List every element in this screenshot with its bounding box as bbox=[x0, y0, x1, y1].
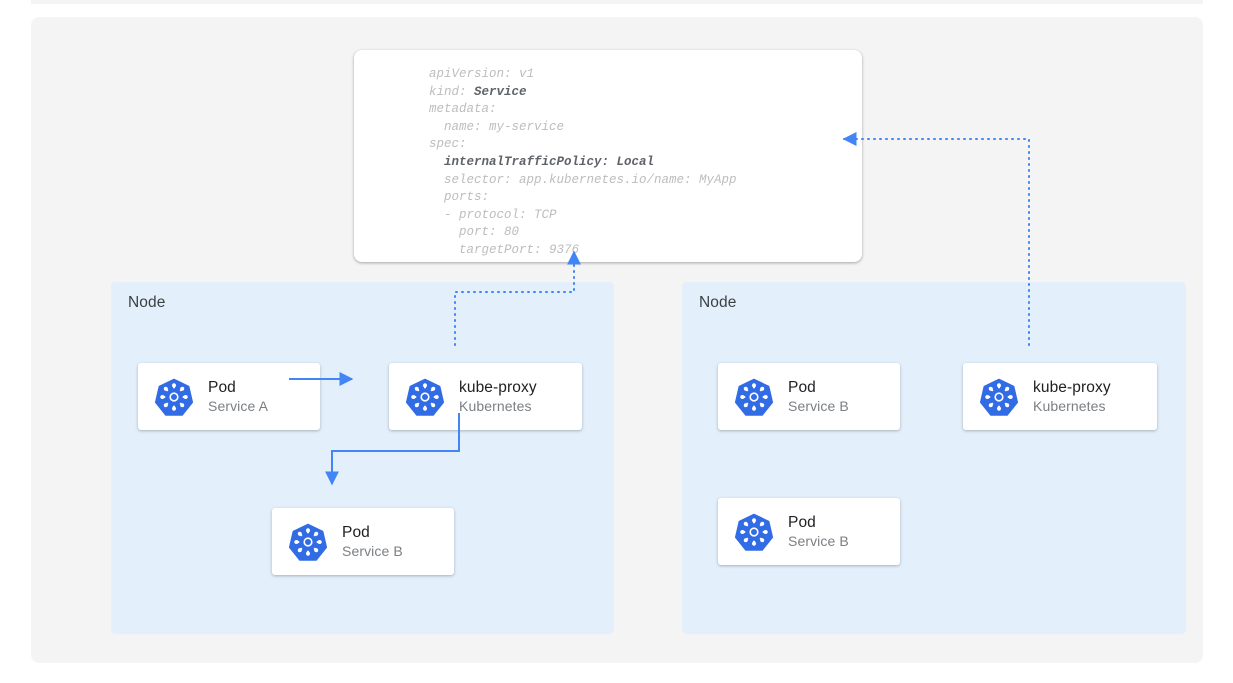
card-title: kube-proxy bbox=[459, 379, 537, 396]
manifest-line-text bbox=[429, 155, 444, 169]
manifest-line-text: ports: bbox=[429, 190, 490, 205]
manifest-line: spec: bbox=[429, 136, 737, 154]
manifest-line-text: selector: app.kubernetes.io/name: MyApp bbox=[429, 172, 737, 187]
kubernetes-icon bbox=[734, 513, 774, 551]
card-subtitle: Service B bbox=[788, 398, 849, 414]
manifest-line: - protocol: TCP bbox=[429, 207, 737, 225]
manifest-line-text: targetPort: 9376 bbox=[429, 242, 580, 257]
node-label: Node bbox=[128, 294, 166, 311]
card-title: Pod bbox=[788, 379, 816, 396]
card-title: kube-proxy bbox=[1033, 379, 1111, 396]
manifest-line-text: kind: bbox=[429, 84, 475, 99]
card-subtitle: Kubernetes bbox=[459, 398, 532, 414]
manifest-line: port: 80 bbox=[429, 224, 737, 242]
card-pod-service-b-left[interactable]: Pod Service B bbox=[272, 508, 454, 575]
manifest-line-text: port: 80 bbox=[429, 225, 520, 240]
kubernetes-icon bbox=[405, 378, 445, 416]
card-subtitle: Service B bbox=[788, 533, 849, 549]
card-text: kube-proxy Kubernetes bbox=[459, 378, 537, 415]
card-kube-proxy-left[interactable]: kube-proxy Kubernetes bbox=[389, 363, 582, 430]
manifest-line-text: name: my-service bbox=[429, 119, 565, 134]
card-pod-service-b-right-top[interactable]: Pod Service B bbox=[718, 363, 900, 430]
manifest-line: kind: Service bbox=[429, 84, 737, 102]
card-title: Pod bbox=[208, 379, 236, 396]
node-panel-left: Node bbox=[111, 282, 614, 634]
manifest-line-text: spec: bbox=[429, 137, 467, 152]
kubernetes-icon bbox=[154, 378, 194, 416]
kubernetes-icon bbox=[288, 523, 328, 561]
card-text: kube-proxy Kubernetes bbox=[1033, 378, 1111, 415]
node-panel-right: Node bbox=[682, 282, 1186, 634]
manifest-line-text: metadata: bbox=[429, 102, 497, 117]
manifest-line: metadata: bbox=[429, 101, 737, 119]
manifest-line-text: - protocol: TCP bbox=[429, 207, 557, 222]
card-text: Pod Service A bbox=[208, 378, 268, 415]
manifest-line: internalTrafficPolicy: Local bbox=[429, 154, 737, 172]
manifest-line: ports: bbox=[429, 189, 737, 207]
kubernetes-icon bbox=[979, 378, 1019, 416]
manifest-line: targetPort: 9376 bbox=[429, 242, 737, 260]
page-top-strip bbox=[31, 0, 1203, 4]
manifest-line-text: apiVersion: v1 bbox=[429, 67, 535, 81]
card-pod-service-b-right-bottom[interactable]: Pod Service B bbox=[718, 498, 900, 565]
card-subtitle: Service A bbox=[208, 398, 269, 414]
card-kube-proxy-right[interactable]: kube-proxy Kubernetes bbox=[963, 363, 1157, 430]
manifest-line: apiVersion: v1 bbox=[429, 66, 737, 84]
card-text: Pod Service B bbox=[342, 523, 403, 560]
card-text: Pod Service B bbox=[788, 378, 849, 415]
manifest-line-highlight: internalTrafficPolicy: Local bbox=[444, 154, 655, 169]
card-title: Pod bbox=[342, 524, 370, 541]
card-subtitle: Service B bbox=[342, 543, 403, 559]
node-label: Node bbox=[699, 294, 737, 311]
card-title: Pod bbox=[788, 514, 816, 531]
manifest-line: name: my-service bbox=[429, 119, 737, 137]
card-pod-service-a[interactable]: Pod Service A bbox=[138, 363, 320, 430]
card-subtitle: Kubernetes bbox=[1033, 398, 1106, 414]
manifest-line: selector: app.kubernetes.io/name: MyApp bbox=[429, 172, 737, 190]
manifest-line-highlight: Service bbox=[474, 84, 527, 99]
kubernetes-icon bbox=[734, 378, 774, 416]
card-text: Pod Service B bbox=[788, 513, 849, 550]
